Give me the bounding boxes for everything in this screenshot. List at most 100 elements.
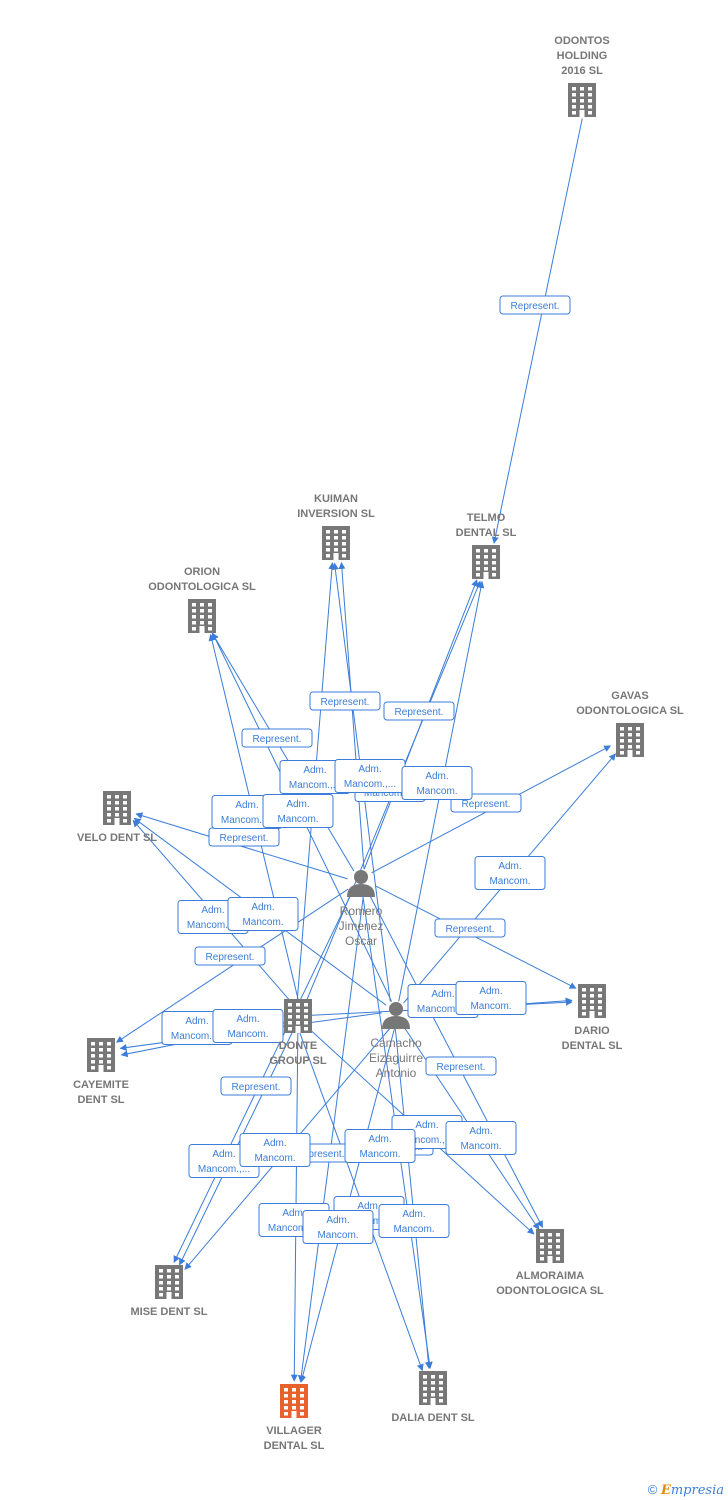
edge-label-box xyxy=(434,918,506,938)
empresia-logo-initial: E xyxy=(660,1483,671,1498)
building-icon xyxy=(155,1265,183,1299)
edge-label[interactable]: Adm.Mancom. xyxy=(239,1133,311,1167)
company-node-mise[interactable]: MISE DENT SL xyxy=(130,1265,208,1318)
edge-label-text: Adm. xyxy=(326,1215,349,1226)
company-name: ODONTOLOGICA SL xyxy=(576,705,684,717)
company-node-dalia[interactable]: DALIA DENT SL xyxy=(391,1371,475,1424)
edge-odontos-to-telmo xyxy=(491,118,583,544)
building-icon xyxy=(103,791,131,825)
edge-label[interactable]: Represent. xyxy=(383,701,455,721)
edge-label[interactable]: Adm. Mancom. xyxy=(302,1210,374,1244)
edge-label-text: Represent. xyxy=(395,707,444,718)
edge-label-box xyxy=(455,981,527,1015)
edge-label-text: Adm. xyxy=(431,989,454,1000)
edge-label-text: Represent. xyxy=(462,799,511,810)
edge-label-text: Mancom. xyxy=(489,876,530,887)
company-name: DARIO xyxy=(574,1025,610,1037)
building-icon xyxy=(536,1229,564,1263)
company-name: DENT SL xyxy=(77,1094,124,1106)
company-name: MISE DENT SL xyxy=(130,1306,207,1318)
building-icon xyxy=(472,545,500,579)
company-name: DENTAL SL xyxy=(562,1040,623,1052)
company-name: ODONTOLOGICA SL xyxy=(496,1285,604,1297)
company-name: GAVAS xyxy=(611,690,649,702)
edge-romero-to-kuiman xyxy=(338,561,365,869)
edge-label-box xyxy=(262,794,334,828)
edge-labels-layer: Represent. Represent. Represent. Represent.… xyxy=(161,295,571,1244)
company-node-almoraima[interactable]: ALMORAIMA ODONTOLOGICA SL xyxy=(496,1229,604,1297)
edge-label[interactable]: Adm.Mancom. xyxy=(401,766,473,800)
edge-label-box xyxy=(425,1056,497,1076)
company-name: TELMO xyxy=(467,512,506,524)
edge-label-text: Adm. xyxy=(282,1208,305,1219)
edge-label-text: Represent. xyxy=(232,1082,281,1093)
edge-label-box xyxy=(302,1210,374,1244)
edge-label[interactable]: Represent. xyxy=(220,1076,292,1096)
edge-label-text: Mancom.,... xyxy=(221,815,273,826)
person-name: Antonio xyxy=(376,1066,417,1080)
company-name: ALMORAIMA xyxy=(516,1270,584,1282)
company-node-kuiman[interactable]: KUIMAN INVERSION SL xyxy=(297,493,375,560)
company-name: HOLDING xyxy=(557,50,608,62)
edge-label[interactable]: Adm.Mancom. xyxy=(474,856,546,890)
edge-label[interactable]: Represent. xyxy=(208,827,280,847)
edge-label[interactable]: Adm.Mancom. xyxy=(378,1204,450,1238)
company-name: DENTAL SL xyxy=(264,1440,325,1452)
edge-label[interactable]: Adm.Mancom. xyxy=(227,897,299,931)
company-node-dario[interactable]: DARIO DENTAL SL xyxy=(562,984,623,1052)
company-node-telmo[interactable]: TELMO DENTAL SL xyxy=(456,512,517,579)
company-name: DONTE xyxy=(279,1040,318,1052)
edge-label-text: Adm. xyxy=(235,800,258,811)
edge-label[interactable]: Represent. xyxy=(194,946,266,966)
company-node-gavas[interactable]: GAVAS ODONTOLOGICA SL xyxy=(576,690,684,757)
edge-label-text: Adm. xyxy=(303,765,326,776)
edge-label-text: Mancom.,... xyxy=(344,779,396,790)
person-name: Jimenez xyxy=(339,919,384,933)
edge-label[interactable]: Adm.Mancom. xyxy=(445,1121,517,1155)
edge-label[interactable]: Represent. xyxy=(425,1056,497,1076)
edge-camacho-to-dalia xyxy=(394,1029,432,1369)
edge-label-text: Adm. xyxy=(251,902,274,913)
edge-label-box xyxy=(344,1129,416,1163)
edge-label-text: Adm. xyxy=(368,1134,391,1145)
edge-label-box xyxy=(378,1204,450,1238)
edge-label[interactable]: Adm.Mancom. xyxy=(262,794,334,828)
empresia-logo-text: mpresia xyxy=(670,1483,724,1498)
edge-romero-to-orion xyxy=(211,632,355,872)
edge-label-box xyxy=(239,1133,311,1167)
edge-label-text: Adm. xyxy=(236,1014,259,1025)
edge-label-text: Mancom.,... xyxy=(364,788,416,799)
edge-label-text: Represent. xyxy=(437,1062,486,1073)
person-name: Romero xyxy=(340,904,383,918)
edge-label[interactable]: Represent. xyxy=(241,728,313,748)
edge-label[interactable]: Adm.Mancom. xyxy=(212,1009,284,1043)
edge-label[interactable]: Represent. xyxy=(499,295,571,315)
copyright-symbol: © xyxy=(647,1482,658,1497)
building-icon xyxy=(280,1384,308,1418)
company-name: DENTAL SL xyxy=(456,527,517,539)
company-name: INVERSION SL xyxy=(297,508,375,520)
edge-label-box xyxy=(445,1121,517,1155)
edge-label-text: Adm. xyxy=(425,771,448,782)
edge-label[interactable]: Adm.Mancom. xyxy=(344,1129,416,1163)
company-name: KUIMAN xyxy=(314,493,358,505)
company-node-velo[interactable]: VELO DENT SL xyxy=(77,791,157,844)
edge-label-box xyxy=(220,1076,292,1096)
edge-label[interactable]: Adm.Mancom. xyxy=(455,981,527,1015)
edge-label-text: Mancom. xyxy=(317,1230,358,1241)
edge-label-text: Mancom. xyxy=(277,814,318,825)
person-name: Eizaguirre xyxy=(369,1051,423,1065)
edge-label-box xyxy=(212,1009,284,1043)
edge-label[interactable]: Represent. xyxy=(434,918,506,938)
edge-label[interactable]: Represent. xyxy=(309,691,381,711)
building-icon xyxy=(419,1371,447,1405)
edge-label[interactable]: Adm.Mancom.,... xyxy=(334,759,406,793)
